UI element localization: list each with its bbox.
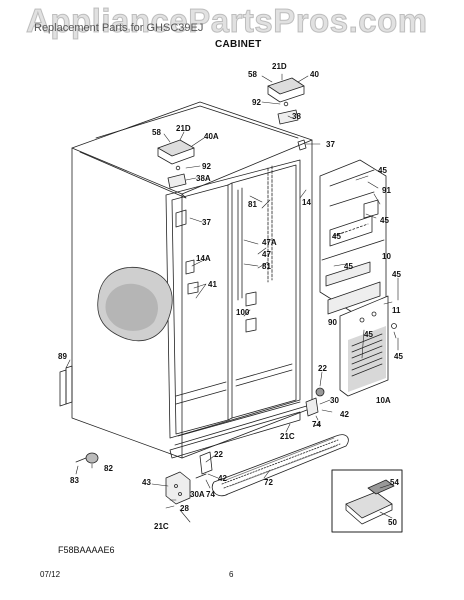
callout-22: 22 [318,364,327,373]
callout-30: 30 [330,396,339,405]
callout-10a: 10A [376,396,391,405]
callout-42: 42 [340,410,349,419]
callout-72: 72 [264,478,273,487]
callout-42: 42 [218,474,227,483]
callout-14a: 14A [196,254,211,263]
callout-81: 81 [262,262,271,271]
page-number: 6 [229,570,234,579]
callout-11: 11 [392,306,401,315]
leader-lines [65,73,399,523]
callout-22: 22 [214,450,223,459]
callout-92: 92 [202,162,211,171]
callout-45: 45 [364,330,373,339]
callout-43: 43 [142,478,151,487]
rear-panel [327,281,397,397]
callout-28: 28 [180,504,189,513]
callout-54: 54 [390,478,399,487]
callout-58: 58 [152,128,161,137]
callout-58: 58 [248,70,257,79]
callout-90: 90 [328,318,337,327]
callout-91: 91 [382,186,391,195]
hinge-top-left [157,139,195,189]
section-title: CABINET [215,39,262,50]
callout-74: 74 [312,420,321,429]
callout-21c: 21C [154,522,169,531]
callout-45: 45 [392,270,401,279]
callout-14: 14 [302,198,311,207]
hinge-top-right [267,77,307,151]
callout-81: 81 [248,200,257,209]
callout-21c: 21C [280,432,295,441]
callout-38a: 38A [196,174,211,183]
page-header: AppliancePartsPros.com Replacement Parts… [0,0,464,54]
callout-10: 10 [382,252,391,261]
callout-45: 45 [344,262,353,271]
duct-cover [319,159,387,313]
cabinet-body [71,101,313,459]
callout-37: 37 [202,218,211,227]
callout-74: 74 [206,490,215,499]
bottom-parts [165,387,349,505]
left-parts [59,365,99,464]
model-line: Replacement Parts for GHSC39EJ [34,22,204,34]
diagram-code: F58BAAAAE6 [58,545,115,555]
callout-83: 83 [70,476,79,485]
callout-45: 45 [378,166,387,175]
callout-21d: 21D [176,124,191,133]
callout-100: 100 [236,308,250,317]
callout-40a: 40A [204,132,219,141]
callout-92: 92 [252,98,261,107]
footer-date: 07/12 [40,570,61,579]
callout-45: 45 [380,216,389,225]
callout-30a: 30A [190,490,205,499]
callout-45: 45 [332,232,341,241]
callout-41: 41 [208,280,217,289]
callout-45: 45 [394,352,403,361]
callout-40: 40 [310,70,319,79]
callout-21d: 21D [272,62,287,71]
callout-50: 50 [388,518,397,527]
inset-detail [331,469,403,533]
callout-37: 37 [326,140,335,149]
callout-38: 38 [292,112,301,121]
callout-47a: 47A [262,238,277,247]
callout-82: 82 [104,464,113,473]
watermark: AppliancePartsPros.com [26,2,428,40]
callout-47: 47 [262,250,271,259]
callout-89: 89 [58,352,67,361]
